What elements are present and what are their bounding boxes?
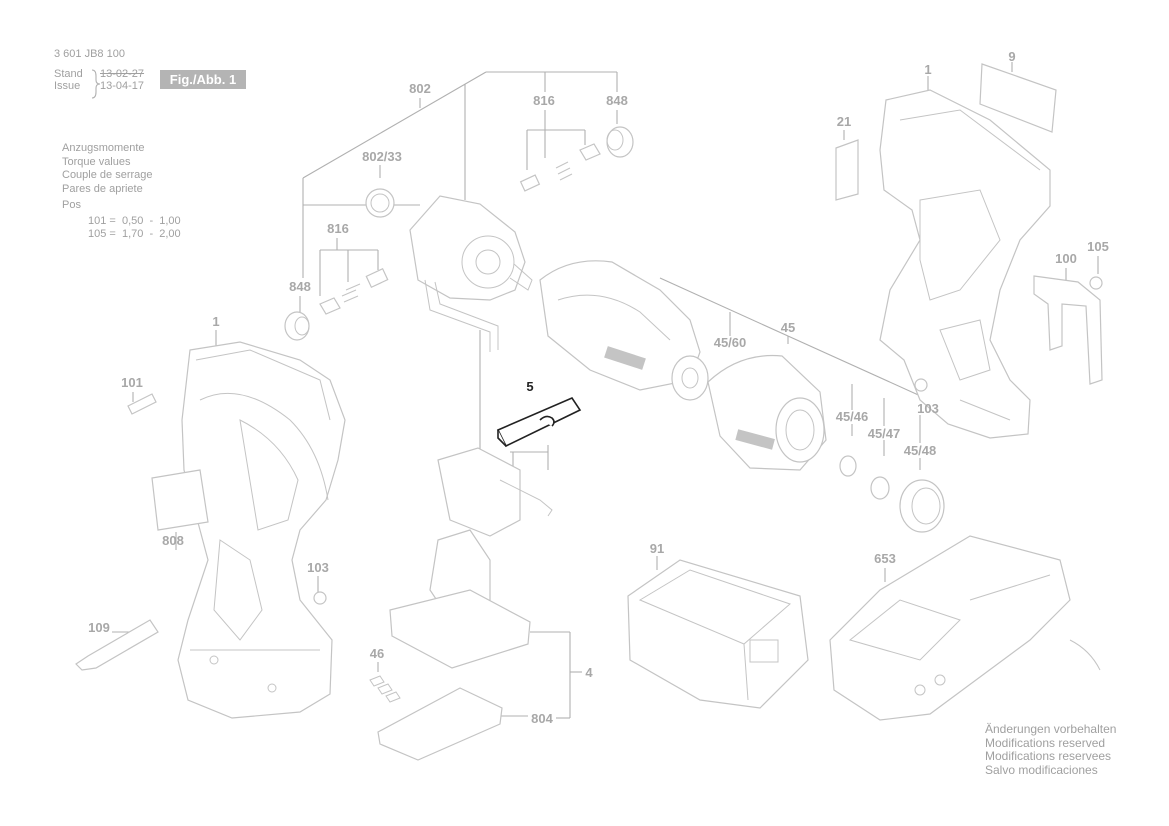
- part-label-45-60: 45/60: [714, 335, 747, 350]
- part-label-804: 804: [531, 711, 553, 726]
- part-label-103-right: 103: [917, 401, 939, 416]
- part-label-109: 109: [88, 620, 110, 635]
- part-label-816-left: 816: [327, 221, 349, 236]
- part-labels: 802 816 848 802/33 816 848 1 101 808 103…: [88, 49, 1109, 726]
- plate-804-part: [377, 687, 503, 761]
- footer-notice: Änderungen vorbehalten Modifications res…: [985, 722, 1117, 777]
- ring-45-47-part: [870, 476, 890, 500]
- label-sheet-808-part: [151, 469, 209, 531]
- part-label-808: 808: [162, 533, 184, 548]
- switch-part: [429, 447, 553, 621]
- nut-103-right-part: [914, 378, 928, 392]
- label-21-part: [835, 139, 859, 201]
- bearing-848-left-part: [284, 311, 310, 341]
- footer-line-de: Änderungen vorbehalten: [985, 722, 1117, 736]
- part-label-802: 802: [409, 81, 431, 96]
- part-label-848-top: 848: [606, 93, 628, 108]
- part-label-5: 5: [526, 379, 533, 394]
- impact-mechanism-part: [539, 260, 709, 401]
- part-label-9: 9: [1008, 49, 1015, 64]
- part-label-45-46: 45/46: [836, 409, 869, 424]
- bit-109-part: [75, 619, 159, 671]
- screw-101-part: [127, 393, 157, 415]
- torque-title-fr: Couple de serrage: [62, 169, 153, 181]
- stand-label: Stand: [54, 68, 83, 80]
- sleeve-45-48-part: [899, 479, 945, 533]
- footer-line-fr: Modifications reservees: [985, 749, 1112, 763]
- nut-103-left-part: [313, 591, 327, 605]
- label-9-part: [979, 63, 1057, 133]
- footer-line-en: Modifications reserved: [985, 735, 1106, 750]
- left-housing-part: [177, 341, 346, 719]
- part-label-21: 21: [837, 114, 851, 129]
- brush-816-top-part: [519, 143, 601, 192]
- torque-table: Anzugsmomente Torque values Couple de se…: [62, 142, 181, 242]
- battery-91-part: [627, 559, 809, 709]
- part-label-1-right: 1: [924, 62, 931, 77]
- ring-802-33-part: [365, 188, 395, 218]
- screw-105-part: [1089, 276, 1103, 290]
- torque-pos-label: Pos: [62, 199, 81, 211]
- issue-label: Issue: [54, 80, 81, 92]
- bearing-848-top-part: [606, 126, 634, 158]
- part-label-105: 105: [1087, 239, 1109, 254]
- ring-45-46-part: [839, 455, 857, 477]
- part-label-103-left: 103: [307, 560, 329, 575]
- charger-653-part: [829, 535, 1101, 721]
- belt-clip-100-part: [1033, 275, 1103, 385]
- part-label-91: 91: [650, 541, 664, 556]
- base-4-part: [389, 589, 531, 669]
- date-brace: [91, 69, 101, 99]
- part-label-4: 4: [585, 665, 593, 680]
- spring-46-part: [369, 675, 401, 703]
- part-label-45-47: 45/47: [868, 426, 901, 441]
- part-label-802-33: 802/33: [362, 149, 402, 164]
- part-label-45: 45: [781, 320, 795, 335]
- stand-date: 13-02-27: [100, 68, 145, 80]
- torque-title-es: Pares de apriete: [62, 182, 143, 195]
- footer-line-es: Salvo modificaciones: [985, 762, 1098, 777]
- torque-title-en: Torque values: [62, 155, 131, 168]
- figure-label: Fig./Abb. 1: [160, 70, 246, 89]
- part-label-1-left: 1: [212, 314, 219, 329]
- part-label-653: 653: [874, 551, 896, 566]
- part-5-highlighted: [496, 397, 582, 448]
- issue-date: 13-04-17: [100, 80, 145, 92]
- part-label-100: 100: [1055, 251, 1077, 266]
- drawing-code: 3 601 JB8 100: [54, 48, 125, 60]
- part-label-45-48: 45/48: [904, 443, 937, 458]
- right-housing-part: [879, 89, 1051, 439]
- nose-cover-45-part: [707, 354, 827, 471]
- leader-lines: [112, 62, 1099, 719]
- torque-value-105: 105 = 1,70 - 2,00: [88, 228, 181, 240]
- part-label-848-left: 848: [289, 279, 311, 294]
- torque-value-101: 101 = 0,50 - 1,00: [88, 214, 181, 227]
- brush-816-left-part: [319, 267, 389, 315]
- part-label-46: 46: [370, 646, 384, 661]
- part-label-101: 101: [121, 375, 143, 390]
- part-label-816-top: 816: [533, 93, 555, 108]
- torque-title-de: Anzugsmomente: [62, 142, 145, 154]
- motor-802-part: [409, 195, 533, 352]
